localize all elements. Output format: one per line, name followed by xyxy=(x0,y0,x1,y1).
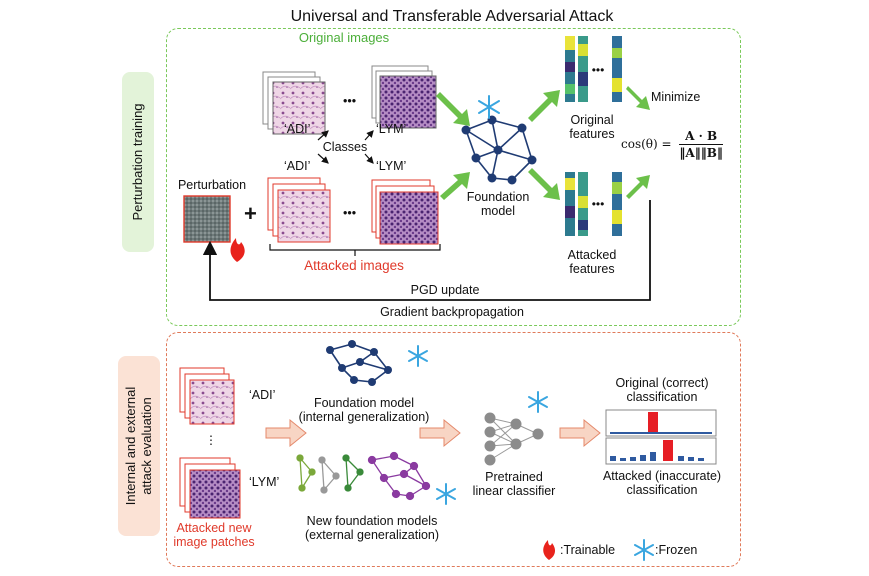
attacked-images-label: Attacked images xyxy=(304,258,404,273)
legend-flame-icon xyxy=(543,540,556,560)
perturbation-label: Perturbation xyxy=(177,178,247,192)
plus-sign: + xyxy=(244,201,257,226)
original-images-label: Original images xyxy=(298,30,390,45)
perturbation-square xyxy=(183,195,231,243)
legend-trainable: :Trainable xyxy=(560,543,616,557)
foundation-model-network xyxy=(461,115,537,185)
legend-snowflake-icon xyxy=(634,539,654,561)
gradient-backprop-arrow xyxy=(202,200,651,301)
original-adi-image-stack xyxy=(262,71,326,135)
class-lym-bottom: ‘LYM’ xyxy=(376,159,407,173)
attacked-images-brace xyxy=(269,244,441,256)
flame-icon xyxy=(230,238,245,262)
legend-frozen: :Frozen xyxy=(655,543,698,557)
original-lym-image-stack xyxy=(371,65,437,129)
attacked-adi-image-stack xyxy=(267,177,331,243)
class-adi-bottom: ‘ADI’ xyxy=(284,159,311,173)
attack-evaluation-panel xyxy=(166,332,741,567)
attacked-lym-patch-stack xyxy=(179,457,241,519)
gradient-backprop-label: Gradient backpropagation xyxy=(380,305,524,319)
perturbation-training-side-label: Perturbation training xyxy=(122,72,154,252)
adi-label: ‘ADI’ xyxy=(249,388,276,402)
perturbation-training-panel xyxy=(166,28,741,326)
diagram-title: Universal and Transferable Adversarial A… xyxy=(290,8,614,25)
lym-label: ‘LYM’ xyxy=(249,475,280,489)
original-classification-bars xyxy=(605,409,717,437)
svg-text:•••: ••• xyxy=(592,197,605,211)
class-adi-top: ‘ADI’ xyxy=(284,122,311,136)
fm-internal-label: Foundation model(internal generalization… xyxy=(298,396,430,424)
cosine-similarity-formula: cos(θ) = A · B‖A‖‖B‖ xyxy=(621,129,723,160)
attacked-adi-patch-stack xyxy=(179,367,235,425)
attacked-lym-image-stack xyxy=(371,179,439,245)
linear-classifier-network xyxy=(484,412,544,466)
attacked-features-vectors: ••• xyxy=(565,172,622,236)
classes-label: Classes xyxy=(322,140,368,154)
internal-foundation-model-network xyxy=(326,340,392,386)
original-features-vectors: ••• xyxy=(565,36,622,102)
minimize-label: Minimize xyxy=(651,90,701,104)
dots-top: ••• xyxy=(343,94,357,108)
svg-text:•••: ••• xyxy=(592,63,605,77)
attacked-classification-label: Attacked (inaccurate)classification xyxy=(602,469,722,497)
svg-text:⋮: ⋮ xyxy=(205,433,217,447)
original-classification-label: Original (correct)classification xyxy=(615,376,709,404)
class-lym-top: ‘LYM’ xyxy=(376,122,407,136)
snowflake-icon xyxy=(478,95,500,119)
attacked-classification-bars xyxy=(605,437,717,465)
pgd-update-label: PGD update xyxy=(410,283,480,297)
fm-external-label: New foundation models(external generaliz… xyxy=(304,514,440,542)
external-foundation-models xyxy=(296,451,431,501)
dots-bottom: ••• xyxy=(343,206,357,220)
